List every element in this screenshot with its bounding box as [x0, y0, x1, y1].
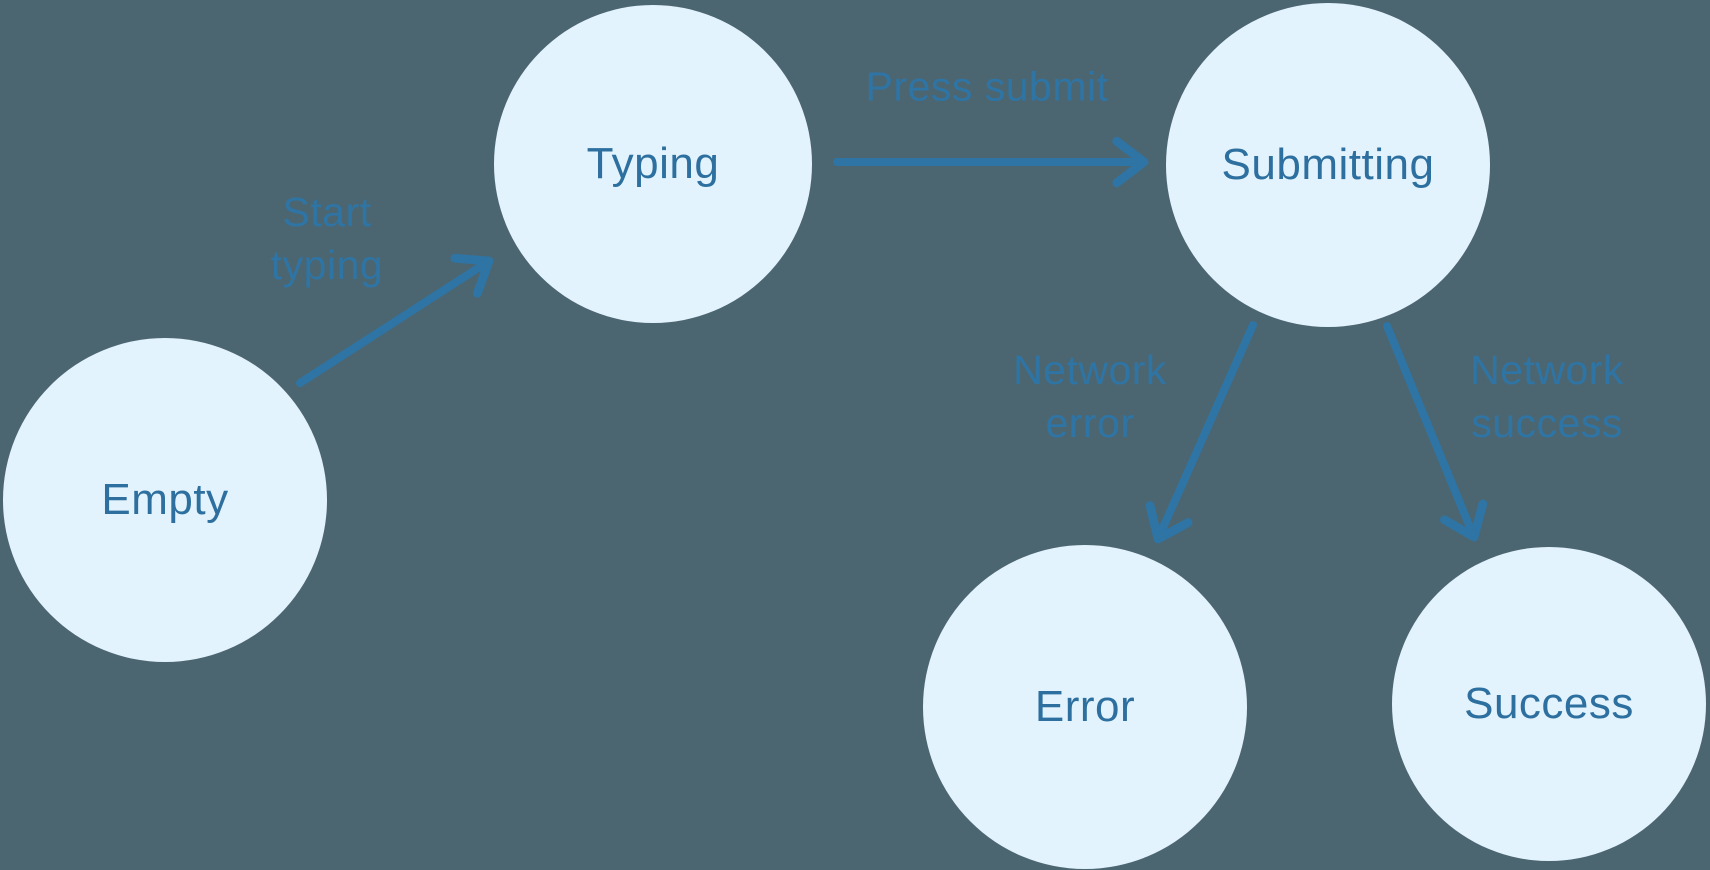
transition-label-line: Network	[1470, 347, 1624, 393]
transition-label-line: error	[1045, 400, 1135, 446]
state-node-empty: Empty	[3, 338, 327, 662]
state-node-label-typing: Typing	[586, 139, 720, 188]
transition-label-line: success	[1471, 400, 1623, 446]
transition-arrow-network-error	[1145, 321, 1257, 544]
transition-label-line: Network	[1013, 347, 1167, 393]
transition-label-line: Press submit	[865, 63, 1109, 110]
transition-label-press-submit: Press submit	[866, 61, 1109, 114]
state-node-label-error: Error	[1034, 682, 1136, 731]
state-node-typing: Typing	[494, 5, 812, 323]
transition-label-start-typing: Start typing	[271, 186, 383, 292]
transition-label-line: Start	[282, 189, 372, 235]
transition-arrow-start-typing	[296, 253, 494, 387]
transition-label-line: typing	[270, 242, 384, 288]
state-node-error: Error	[923, 545, 1247, 869]
transition-label-network-error: Network error	[1013, 344, 1167, 450]
state-node-label-empty: Empty	[101, 475, 229, 524]
state-node-submitting: Submitting	[1166, 3, 1490, 327]
state-node-success: Success	[1392, 547, 1706, 861]
state-node-label-success: Success	[1464, 679, 1634, 728]
state-node-label-submitting: Submitting	[1221, 140, 1435, 189]
transition-label-network-success: Network success	[1470, 344, 1624, 450]
transition-arrow-network-success	[1383, 322, 1488, 542]
